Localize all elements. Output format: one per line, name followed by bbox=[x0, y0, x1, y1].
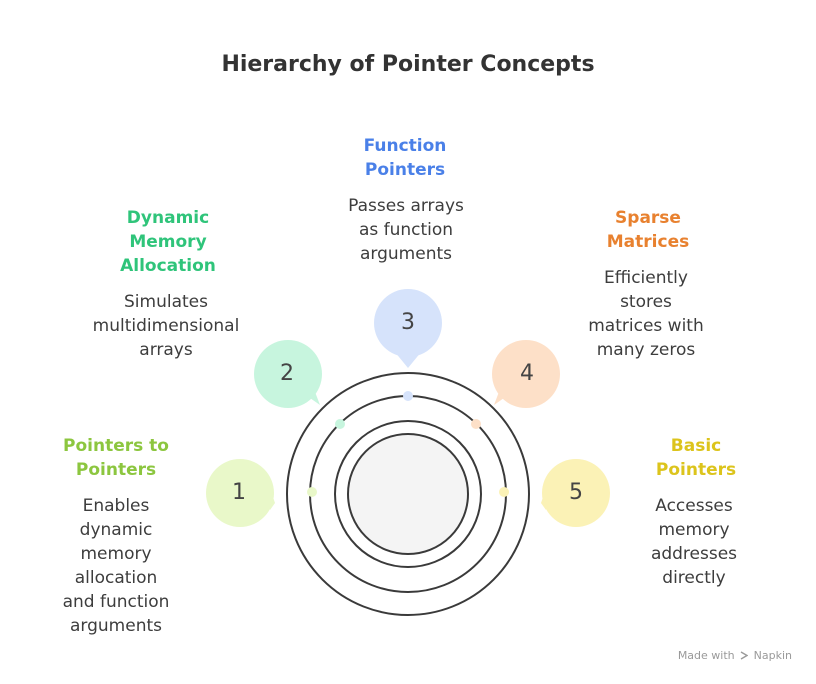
ring-marker-1 bbox=[307, 487, 317, 497]
core-circle bbox=[347, 433, 469, 555]
footer-attribution: Made with Napkin bbox=[678, 649, 792, 662]
item-2-number: 2 bbox=[280, 361, 294, 386]
ring-marker-4 bbox=[471, 419, 481, 429]
footer-brand: Napkin bbox=[753, 649, 792, 662]
ring-marker-5 bbox=[499, 487, 509, 497]
item-3-number: 3 bbox=[401, 310, 415, 335]
bubble-3 bbox=[374, 289, 442, 357]
item-4-number: 4 bbox=[520, 361, 534, 386]
ring-marker-2 bbox=[335, 419, 345, 429]
footer-prefix: Made with bbox=[677, 649, 735, 662]
bubble-5 bbox=[542, 459, 610, 527]
ring-marker-3 bbox=[403, 391, 413, 401]
napkin-logo-icon bbox=[740, 650, 749, 660]
bubble-1 bbox=[206, 459, 274, 527]
bubble-4 bbox=[492, 340, 560, 408]
page-title: Hierarchy of Pointer Concepts bbox=[221, 52, 595, 77]
inner-ring bbox=[334, 420, 482, 568]
outer-ring bbox=[286, 372, 530, 616]
item-5-number: 5 bbox=[569, 480, 583, 505]
bubble-2 bbox=[254, 340, 322, 408]
item-1-number: 1 bbox=[232, 480, 246, 505]
